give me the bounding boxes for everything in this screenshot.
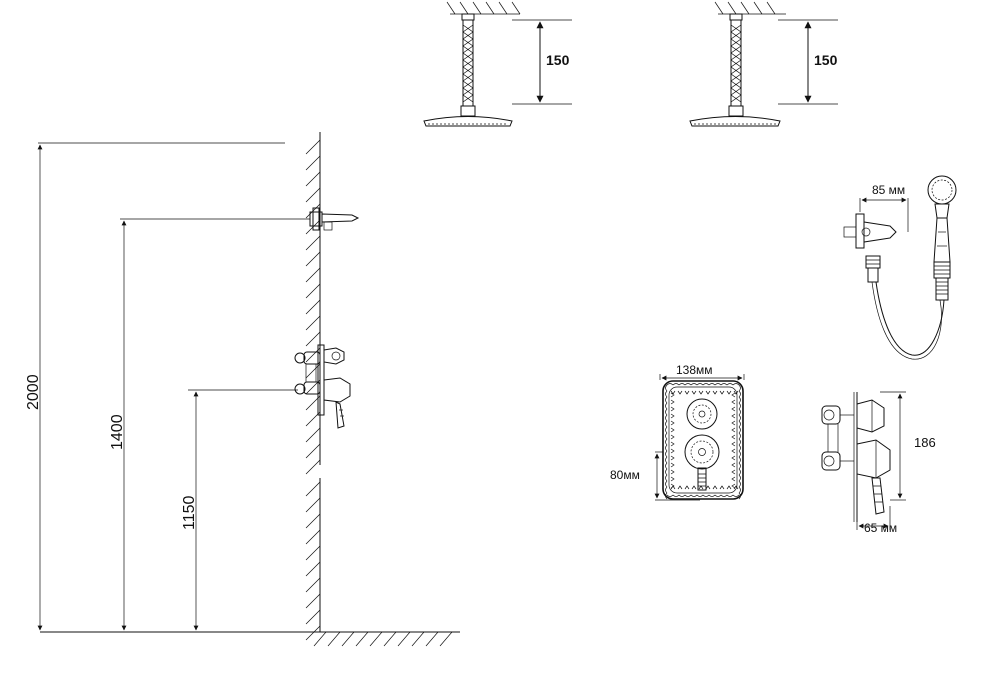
dim-height-mixer: 1150 — [181, 495, 198, 530]
hand-shower-set: 85 мм — [843, 175, 957, 360]
mixer-front-plate: 138мм 80мм — [610, 363, 745, 501]
dim-mixer-body-height: 186 — [914, 435, 936, 450]
shower-head-detail-right: 150 — [689, 1, 838, 127]
dim-shower-arm-right: 150 — [814, 52, 838, 68]
dim-mixer-plate-offset: 80мм — [610, 468, 640, 482]
mixer-side-view: 186 65 мм — [821, 391, 936, 535]
dim-height-head-arm: 1400 — [109, 414, 126, 450]
dim-shower-arm-left: 150 — [546, 52, 570, 68]
wall-shower-arm — [309, 207, 360, 231]
shower-head-detail-left: 150 — [423, 1, 572, 127]
wall-elevation: 2000 1400 1150 — [25, 132, 460, 647]
dim-mixer-body-depth: 65 мм — [864, 521, 897, 535]
dim-height-total: 2000 — [25, 374, 42, 410]
dim-mixer-plate-width: 138мм — [676, 363, 713, 377]
dim-wall-outlet-depth: 85 мм — [872, 183, 905, 197]
wall-mixer — [294, 344, 351, 429]
